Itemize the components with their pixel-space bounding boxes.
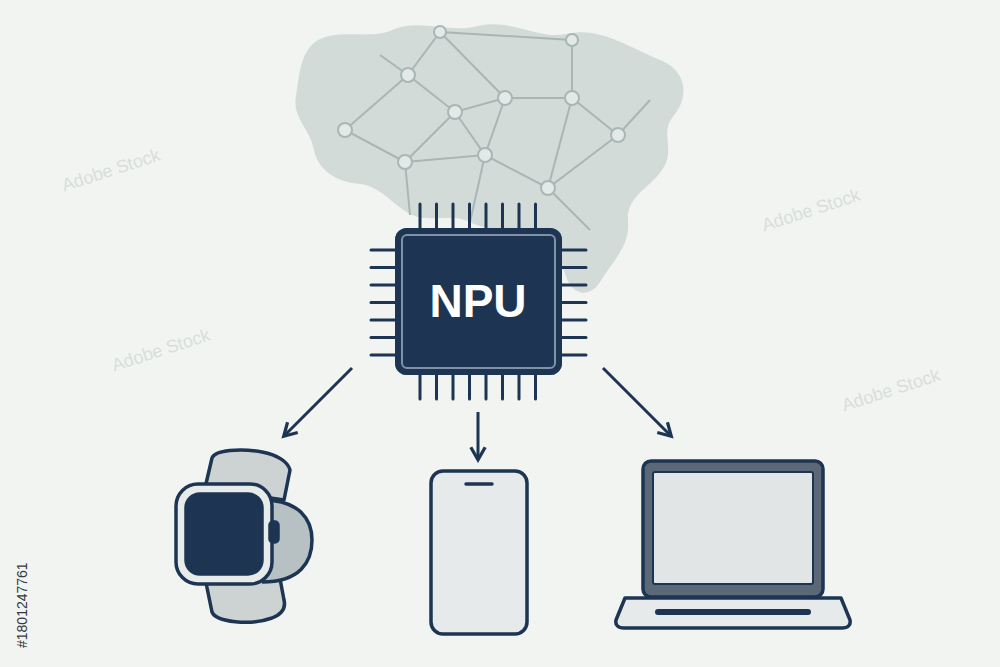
stock-id: #1801247761 [14,562,30,648]
chip-pins [371,204,586,399]
network-links [345,32,650,230]
watermark: Adobe Stock [839,365,943,417]
chip-label: NPU [429,274,526,328]
npu-chip: NPU [395,228,562,375]
watermark: Adobe Stock [759,185,863,237]
arrows [285,368,670,458]
smartphone-icon [431,471,527,634]
laptop-icon [616,461,850,628]
smartwatch-icon [176,450,312,622]
watermark: Adobe Stock [59,145,163,197]
network-dots [338,26,625,195]
watermark: Adobe Stock [109,325,213,377]
